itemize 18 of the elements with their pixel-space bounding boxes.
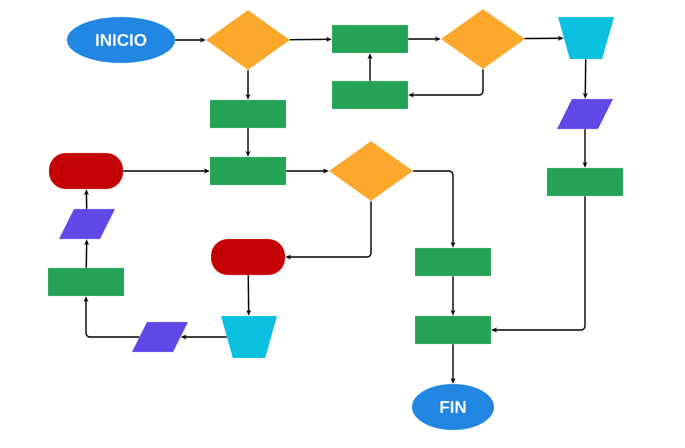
process-box bbox=[332, 81, 408, 109]
process-box bbox=[415, 248, 491, 276]
io-parallelogram bbox=[557, 99, 613, 129]
process-box bbox=[210, 157, 286, 185]
terminal-pill bbox=[211, 239, 285, 275]
process-box bbox=[332, 25, 408, 53]
process-box bbox=[210, 100, 286, 128]
trapezoid-shape bbox=[221, 316, 277, 358]
decision-diamond bbox=[329, 141, 413, 201]
decision-diamond bbox=[441, 9, 525, 69]
io-parallelogram bbox=[132, 322, 188, 352]
process-box bbox=[48, 268, 124, 296]
terminal-pill bbox=[49, 153, 123, 189]
io-parallelogram bbox=[59, 209, 115, 239]
process-box bbox=[547, 168, 623, 196]
decision-diamond bbox=[206, 10, 290, 70]
process-box bbox=[415, 316, 491, 344]
trapezoid-shape bbox=[558, 17, 614, 59]
